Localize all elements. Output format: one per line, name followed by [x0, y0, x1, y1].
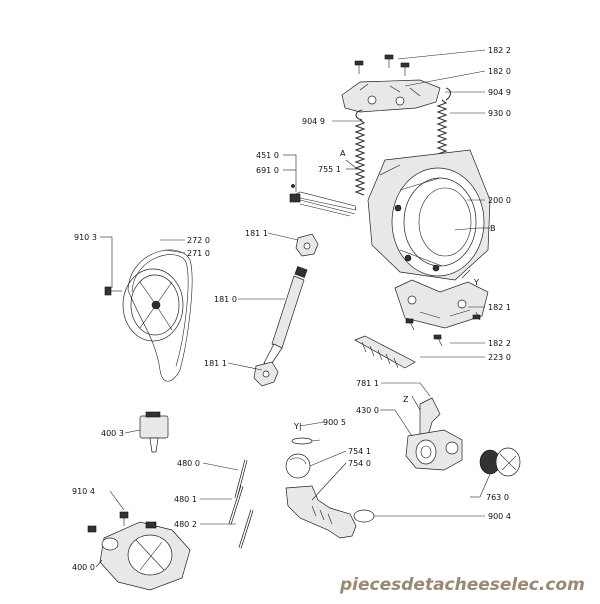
label-182-1: 182 1 — [488, 303, 511, 312]
label-451-0: 451 0 — [256, 151, 279, 160]
part-rod-480-1 — [228, 485, 244, 525]
label-910-4: 910 4 — [72, 487, 95, 496]
part-ball — [285, 453, 311, 479]
label-781-1: 781 1 — [356, 379, 379, 388]
label-480-2: 480 2 — [174, 520, 197, 529]
leader-lines — [95, 49, 491, 568]
label-182-2-top: 182 2 — [488, 46, 511, 55]
label-900-4: 900 4 — [488, 512, 511, 521]
label-182-0: 182 0 — [488, 67, 511, 76]
label-910-3: 910 3 — [74, 233, 97, 242]
label-182-2-bottom: 182 2 — [488, 339, 511, 348]
label-755-1: 755 1 — [318, 165, 341, 174]
label-754-0: 754 0 — [348, 459, 371, 468]
label-754-1: 754 1 — [348, 447, 371, 456]
part-spacer-strip — [354, 335, 416, 369]
part-shock-absorber — [263, 266, 308, 367]
label-763-0: 763 0 — [486, 493, 509, 502]
label-400-0: 400 0 — [72, 563, 95, 572]
part-counterweight-bottom — [394, 279, 489, 329]
label-Z: Z — [403, 395, 409, 404]
label-930-0: 930 0 — [488, 109, 511, 118]
part-hose-clamp — [353, 509, 375, 523]
part-pressure-switch — [139, 411, 169, 453]
part-shock-bracket-top — [295, 233, 319, 257]
label-430-0: 430 0 — [356, 406, 379, 415]
label-223-0: 223 0 — [488, 353, 511, 362]
watermark-text: piecesdetacheeselec.com — [339, 575, 585, 595]
screw-icon — [104, 286, 122, 296]
label-480-0: 480 0 — [177, 459, 200, 468]
part-shock-bracket-bottom — [253, 361, 279, 387]
label-904-9-left: 904 9 — [302, 117, 325, 126]
label-181-1-top: 181 1 — [245, 229, 268, 238]
label-272-0: 272 0 — [187, 236, 210, 245]
label-400-3: 400 3 — [101, 429, 124, 438]
label-200-0: 200 0 — [488, 196, 511, 205]
part-counterweight-top — [341, 79, 441, 113]
spring-icon — [354, 87, 452, 196]
part-pump-body — [99, 521, 191, 591]
label-900-5: 900 5 — [323, 418, 346, 427]
screw-icon — [354, 54, 410, 76]
part-pulley — [122, 268, 184, 342]
label-Y-pump: Y| — [293, 422, 302, 431]
part-heater-element — [289, 184, 357, 217]
part-o-ring — [291, 437, 313, 445]
part-tub-drum — [367, 149, 491, 281]
label-181-0: 181 0 — [214, 295, 237, 304]
part-rod-480-0 — [234, 459, 248, 499]
screw-icon — [87, 511, 157, 533]
label-A: A — [340, 149, 346, 158]
part-drain-pump — [405, 429, 463, 471]
part-pump-filter — [479, 447, 521, 477]
callout-labels: 182 2 182 0 904 9 904 9 930 0 451 0 691 … — [72, 46, 511, 572]
label-181-1-bottom: 181 1 — [204, 359, 227, 368]
label-691-0: 691 0 — [256, 166, 279, 175]
label-B: B — [490, 224, 496, 233]
label-904-9-right: 904 9 — [488, 88, 511, 97]
part-drain-hose-elbow — [419, 397, 441, 437]
label-271-0: 271 0 — [187, 249, 210, 258]
part-rod-480-2 — [238, 509, 254, 549]
screw-icon — [405, 311, 481, 347]
part-sump-hose — [285, 485, 357, 539]
label-480-1: 480 1 — [174, 495, 197, 504]
label-Y-drum: Y — [473, 278, 479, 287]
